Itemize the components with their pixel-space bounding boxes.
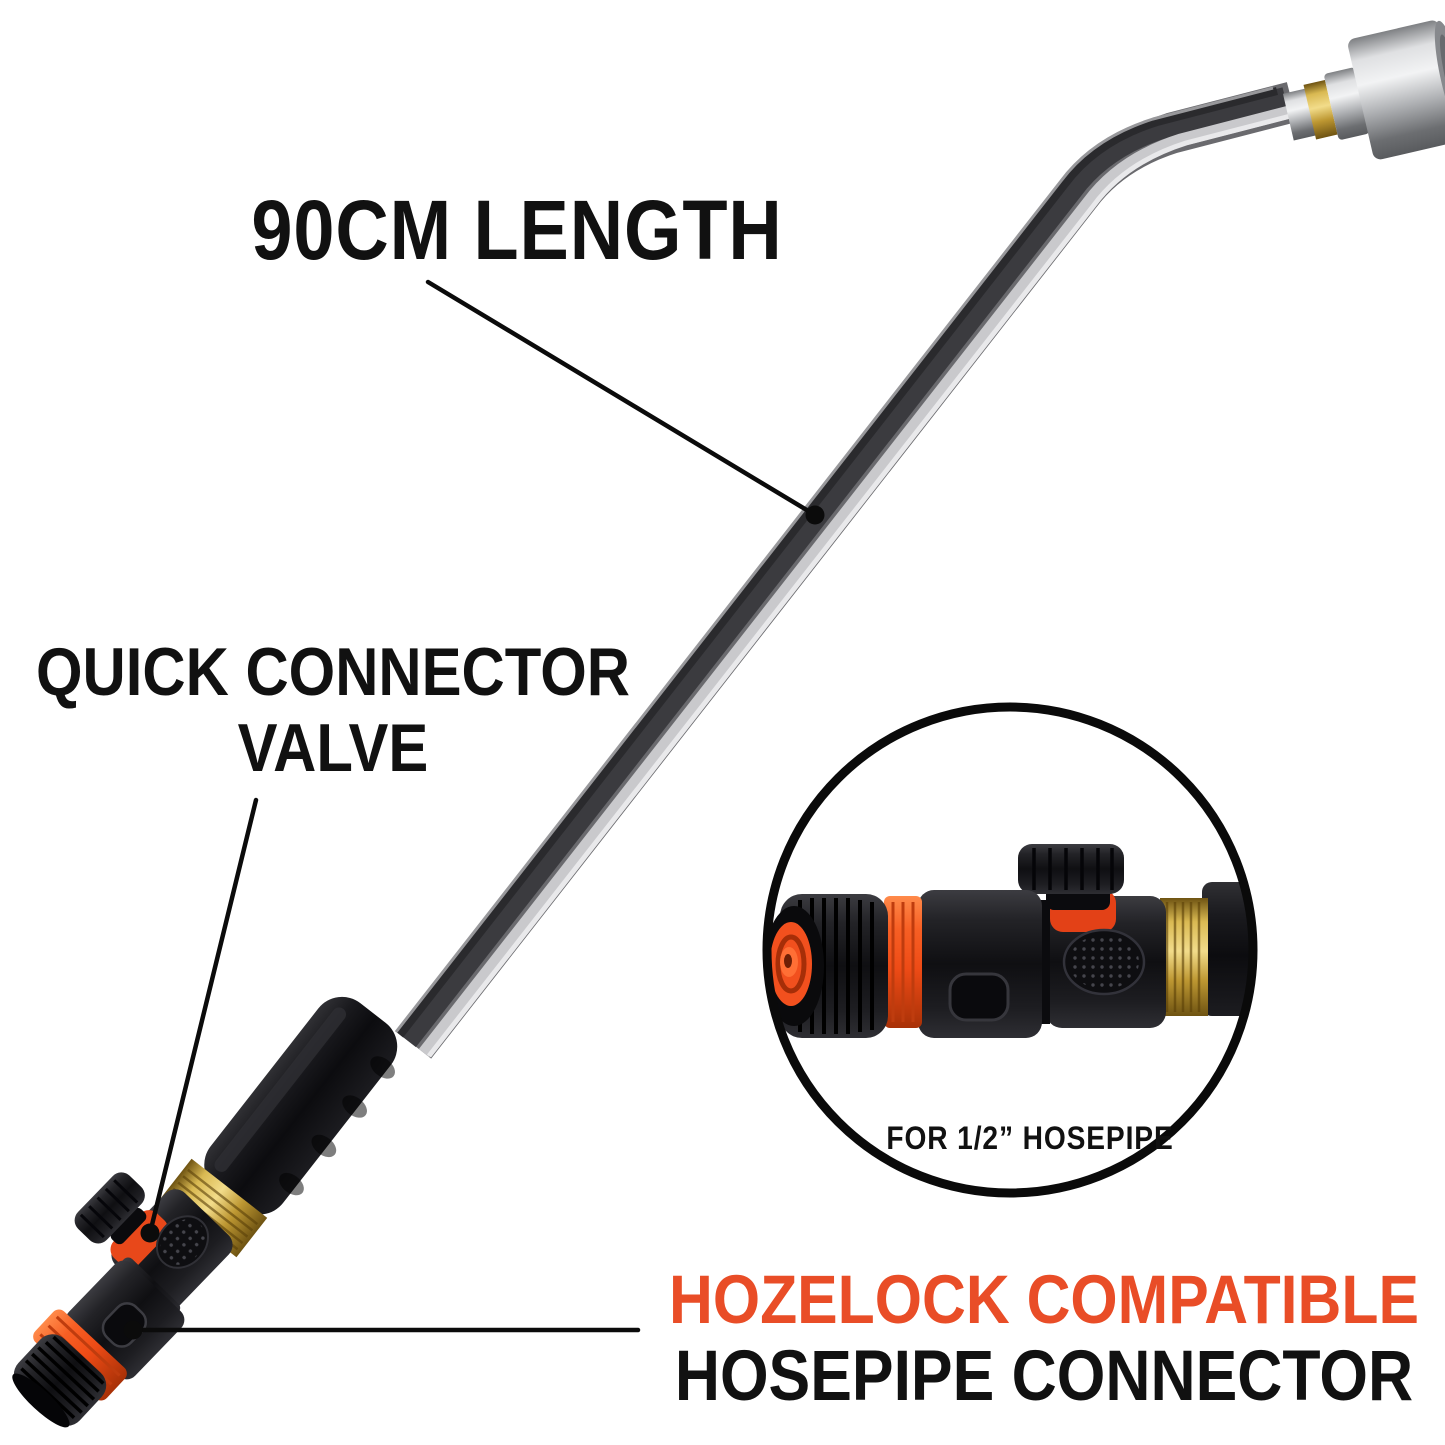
compatibility-label: HOZELOCK COMPATIBLE HOSEPIPE CONNECTOR: [669, 1263, 1419, 1416]
inset-border: [762, 702, 1258, 1198]
callout-dot-connector: [123, 1320, 143, 1340]
inset-valve-dimple-dots: [1069, 935, 1139, 989]
collar-ribs: [20, 1335, 105, 1419]
length-label: 90CM LENGTH: [251, 183, 783, 277]
spray-head-brass-ring: [1303, 79, 1338, 140]
inset-release-button: [948, 972, 1010, 1022]
callout-line-valve: [147, 797, 259, 1236]
inset-knob-ridges: [1032, 848, 1114, 890]
inset-brass-knurling: [1165, 902, 1201, 1012]
compat-line1: HOZELOCK COMPATIBLE: [669, 1261, 1419, 1338]
compat-line2: HOSEPIPE CONNECTOR: [674, 1337, 1414, 1416]
callout-dots: [123, 505, 825, 1340]
inset-caption: FOR 1/2” HOSEPIPE: [886, 1120, 1174, 1156]
callout-line-length: [425, 279, 818, 518]
inset-orange-threads: [891, 902, 915, 1022]
foam-grip: [204, 996, 398, 1215]
inset-orange-insert-groove: [775, 934, 807, 994]
grip-finger-notches: [279, 1056, 395, 1196]
inset-hub-hole: [784, 954, 792, 968]
callout-dot-valve: [140, 1223, 160, 1243]
valve-knob-base: [110, 1207, 147, 1245]
spray-head: [1282, 20, 1445, 160]
valve-dimple-dots: [159, 1219, 206, 1265]
spray-head-cup: [1348, 20, 1445, 160]
callouts: [130, 279, 818, 1333]
valve-label-line1: QUICK CONNECTOR: [36, 634, 630, 710]
inset-circle: [762, 702, 1258, 1198]
valve-label-line2: VALVE: [237, 710, 429, 786]
connector-end-collar: [12, 1334, 107, 1428]
callout-dot-length: [805, 505, 825, 525]
collar-end-face: [12, 1373, 70, 1428]
valve-label: QUICK CONNECTOR VALVE: [36, 634, 630, 786]
valve-knob-ridges: [79, 1179, 139, 1239]
